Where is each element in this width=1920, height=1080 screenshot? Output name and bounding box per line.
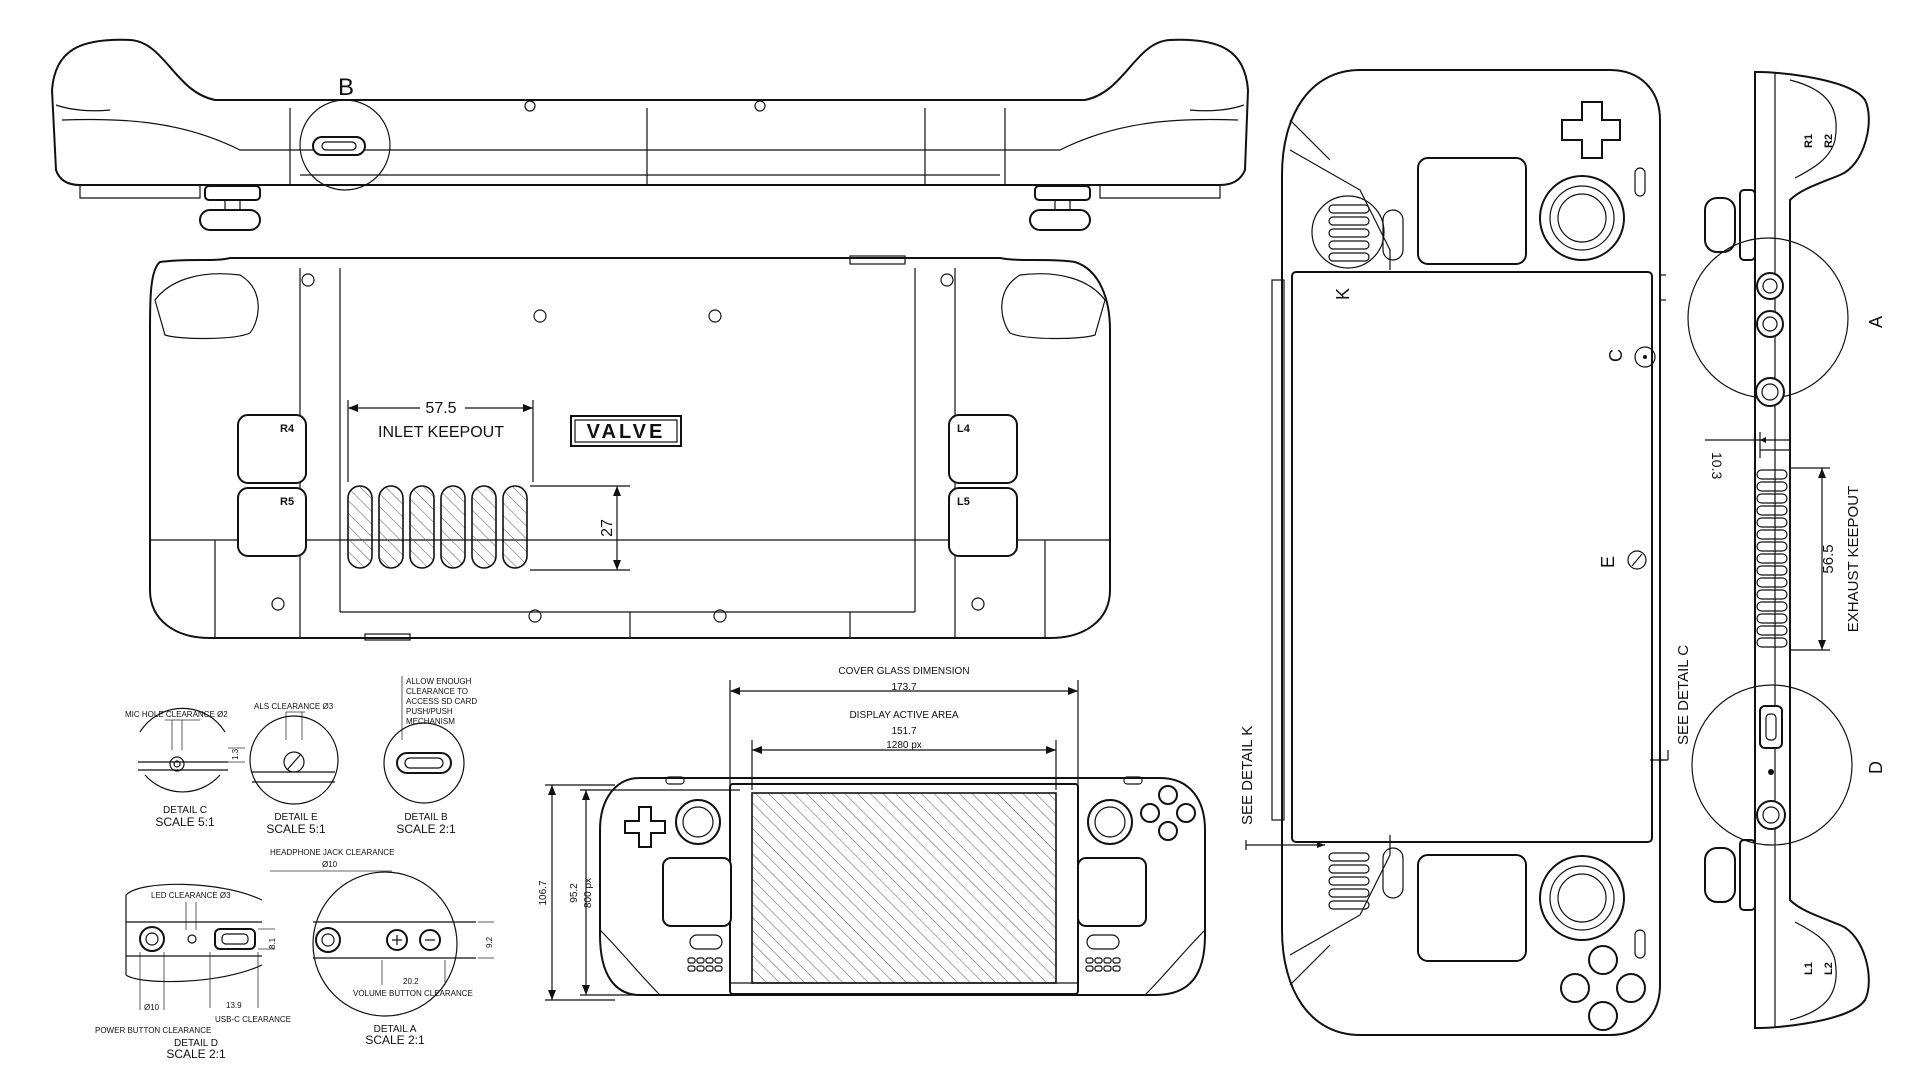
side-button-r2: R2: [1823, 134, 1835, 148]
display-view-speaker-left: [687, 957, 723, 972]
side-view: R1 R2 L1 L2 A 10.3: [1687, 71, 1886, 1029]
detail-b-note-line: ACCESS SD CARD: [406, 697, 477, 706]
exhaust-grille: [1756, 469, 1788, 648]
detail-b-note-line: PUSH/PUSH: [406, 707, 453, 716]
detail-a-scale: SCALE 2:1: [365, 1033, 425, 1047]
exhaust-keepout-label: EXHAUST KEEPOUT: [1845, 486, 1862, 632]
see-detail-c-label: SEE DETAIL C: [1675, 645, 1692, 745]
see-detail-k-label: SEE DETAIL K: [1239, 726, 1256, 825]
back-button-r5: R5: [280, 496, 294, 508]
detail-b-note: ALLOW ENOUGH CLEARANCE TO ACCESS SD CARD…: [406, 677, 477, 726]
detail-d-circle: [1691, 684, 1853, 846]
display-active-px: 1280 px: [886, 740, 922, 751]
detail-a-jack-dim: Ø10: [322, 860, 338, 869]
exhaust-dim: 56.5: [1820, 544, 1837, 573]
detail-c-marker: C: [1606, 349, 1626, 362]
side-button-l1: L1: [1803, 962, 1815, 975]
cover-glass-dim: 173.7: [891, 682, 916, 693]
detail-d-marker: D: [1866, 761, 1886, 774]
detail-b: ALLOW ENOUGH CLEARANCE TO ACCESS SD CARD…: [383, 676, 477, 836]
speaker-grille-bottom: [1328, 852, 1370, 910]
detail-e-name: DETAIL E: [274, 812, 318, 823]
detail-d-usb-dim: 13.9: [226, 1001, 242, 1010]
detail-b-note-line: CLEARANCE TO: [406, 687, 468, 696]
back-button-r4: R4: [280, 423, 295, 435]
detail-d-power-dim: Ø10: [144, 1003, 160, 1012]
detail-a-headphone-label: HEADPHONE JACK CLEARANCE: [270, 848, 394, 857]
detail-b-note-line: ALLOW ENOUGH: [406, 677, 472, 686]
speaker-grille-top: [1328, 204, 1370, 262]
detail-d-height: 8.1: [268, 937, 277, 949]
display-view: COVER GLASS DIMENSION 173.7 DISPLAY ACTI…: [538, 666, 1206, 1001]
detail-e-clearance: ALS CLEARANCE Ø3: [254, 702, 334, 711]
back-button-l5: L5: [957, 496, 970, 508]
detail-a-height: 9.2: [485, 936, 494, 948]
top-view: B: [50, 38, 1250, 231]
valve-logo: VALVE: [587, 421, 666, 443]
detail-a: HEADPHONE JACK CLEARANCE Ø10 9.2 20.2 VO…: [270, 848, 494, 1047]
detail-d-name: DETAIL D: [174, 1038, 218, 1049]
detail-c-clearance: MIC HOLE CLEARANCE Ø2: [125, 710, 228, 719]
front-view: K C E SEE DETAIL K SEE DETAIL C: [1239, 69, 1692, 1036]
detail-b-marker: B: [338, 74, 354, 101]
inlet-keepout-label: INLET KEEPOUT: [378, 424, 504, 441]
height-display-dim: 95.2: [569, 883, 580, 903]
detail-a-volume-dim: 20.2: [403, 977, 419, 986]
cover-glass-label: COVER GLASS DIMENSION: [838, 666, 969, 677]
detail-e: ALS CLEARANCE Ø3 DETAIL E SCALE 5:1: [249, 702, 339, 836]
detail-d-led: LED CLEARANCE Ø3: [151, 891, 231, 900]
inlet-height-dim: 27: [599, 519, 616, 537]
detail-d-usb-label: USB-C CLEARANCE: [215, 1015, 291, 1024]
display-view-speaker-right: [1085, 957, 1121, 972]
detail-c-scale: SCALE 5:1: [155, 815, 215, 829]
back-view: R4 R5 L4 L5 VALVE 57.5 INLET KEEPOUT 27: [149, 255, 1111, 641]
detail-d-scale: SCALE 2:1: [166, 1047, 226, 1061]
side-button-l2: L2: [1823, 962, 1835, 975]
height-px-dim: 800 px: [583, 878, 594, 908]
detail-b-circle: [299, 99, 391, 191]
detail-a-marker: A: [1866, 316, 1886, 328]
detail-a-name: DETAIL A: [374, 1024, 417, 1035]
detail-e-scale: SCALE 5:1: [266, 822, 326, 836]
back-button-l4: L4: [957, 423, 971, 435]
detail-b-note-line: MECHANISM: [406, 717, 455, 726]
inlet-width-dim: 57.5: [425, 400, 456, 417]
detail-d: LED CLEARANCE Ø3 8.1 Ø10 13.9 USB-C CLEA…: [95, 883, 291, 1061]
dim-10-3: 10.3: [1709, 452, 1725, 479]
detail-k-marker: K: [1333, 288, 1353, 300]
detail-c-dim: 1.3: [231, 748, 240, 760]
height-total-dim: 106.7: [538, 880, 549, 905]
detail-a-volume-label: VOLUME BUTTON CLEARANCE: [353, 989, 473, 998]
detail-b-scale: SCALE 2:1: [396, 822, 456, 836]
detail-c-name: DETAIL C: [163, 805, 207, 816]
detail-c: MIC HOLE CLEARANCE Ø2 1.3 DETAIL C SCALE…: [125, 707, 245, 829]
detail-d-power-label: POWER BUTTON CLEARANCE: [95, 1026, 211, 1035]
display-active-dim: 151.7: [891, 726, 916, 737]
display-active-label: DISPLAY ACTIVE AREA: [849, 710, 958, 721]
detail-e-marker: E: [1598, 556, 1618, 568]
side-button-r1: R1: [1803, 134, 1815, 148]
detail-b-name: DETAIL B: [404, 812, 448, 823]
